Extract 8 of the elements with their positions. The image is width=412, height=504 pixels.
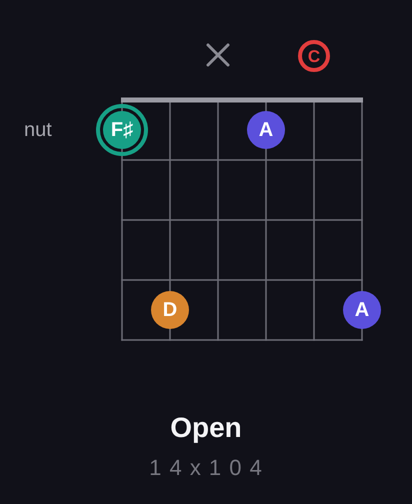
- chord-name: Open: [170, 412, 242, 443]
- open-string-marker: C: [298, 40, 330, 72]
- note-dot: F♯: [96, 104, 148, 156]
- note-dot: D: [151, 291, 189, 329]
- fingering-text: 1 4 x 1 0 4: [149, 455, 263, 480]
- note-dot: A: [247, 111, 285, 149]
- nut-label: nut: [24, 118, 52, 142]
- note-dot: A: [343, 291, 381, 329]
